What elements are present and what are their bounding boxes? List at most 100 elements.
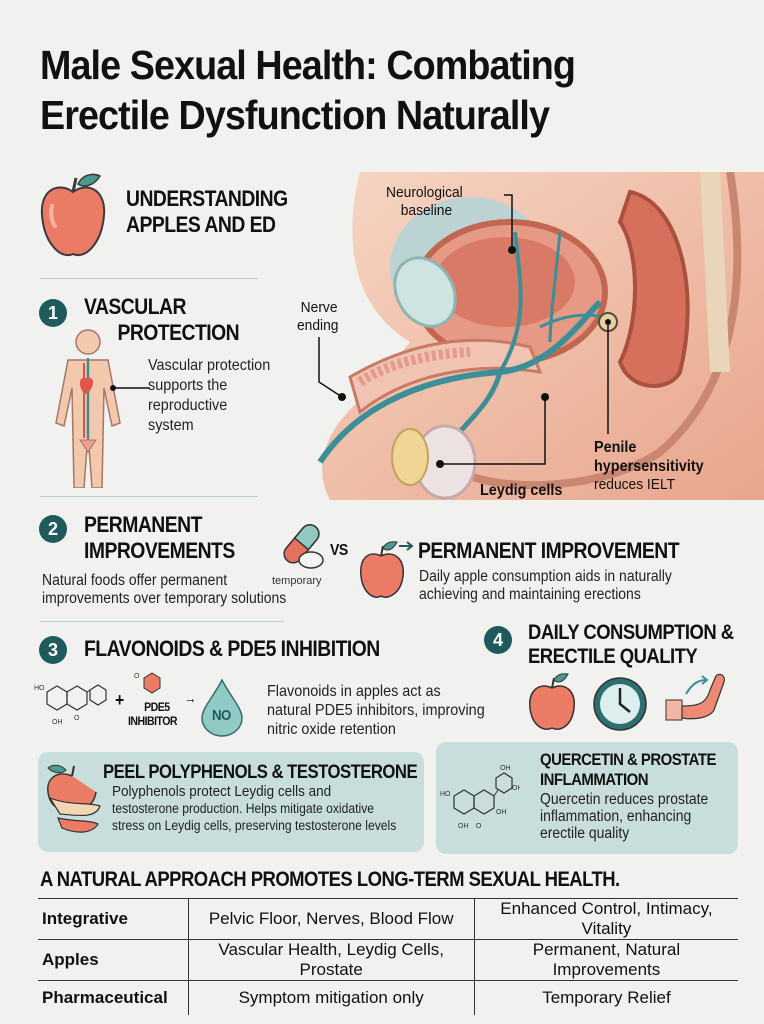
label-line: ending: [297, 317, 339, 334]
apple-icon: [529, 673, 575, 730]
row-header: Integrative: [38, 898, 188, 940]
label-line: Nerve: [300, 299, 338, 316]
table-row: Integrative Pelvic Floor, Nerves, Blood …: [38, 898, 738, 940]
svg-text:HO: HO: [440, 791, 451, 798]
quercetin-molecule-icon: HO OH OH OH OH O: [440, 765, 520, 830]
heading-line: VASCULAR: [84, 294, 186, 319]
label-line: PDE5: [144, 700, 170, 714]
table-row: Apples Vascular Health, Leydig Cells, Pr…: [38, 939, 738, 981]
comparison-table: Integrative Pelvic Floor, Nerves, Blood …: [38, 898, 738, 1015]
peel-panel-heading: PEEL POLYPHENOLS & TESTOSTERONE: [103, 762, 418, 783]
section-4-heading: DAILY CONSUMPTION & ERECTILE QUALITY: [528, 621, 734, 669]
svg-text:O: O: [134, 673, 140, 680]
svg-text:HO: HO: [34, 685, 45, 692]
text-line: reproductive: [148, 397, 228, 414]
label-neurological-baseline: Neurological baseline: [386, 184, 463, 220]
label-penile-hypersensitivity: Penile hypersensitivity reduces IELT: [594, 438, 716, 494]
permanent-improvement-text: Daily apple consumption aids in naturall…: [419, 568, 672, 604]
plus-sign: +: [115, 690, 124, 710]
section-3-heading: FLAVONOIDS & PDE5 INHIBITION: [84, 636, 380, 661]
divider: [40, 278, 258, 279]
pde5-enzyme-icon: O: [134, 672, 161, 694]
footer-headline: A NATURAL APPROACH PROMOTES LONG-TERM SE…: [40, 868, 620, 891]
leader-line: [110, 385, 150, 391]
pill-caption: temporary: [272, 575, 322, 587]
human-body-vascular-icon: [55, 329, 121, 488]
svg-text:OH: OH: [458, 823, 469, 830]
nitric-oxide-drop-icon: [201, 678, 243, 737]
quercetin-panel-text: Quercetin reduces prostate inflammation,…: [540, 791, 708, 842]
table-row: Pharmaceutical Symptom mitigation only T…: [38, 980, 738, 1015]
peel-polyphenols-panel: [38, 752, 424, 852]
section-3-badge: 3: [39, 636, 67, 664]
label-line: baseline: [400, 202, 453, 219]
text-line: achieving and maintaining erections: [419, 586, 641, 603]
text-line: Quercetin reduces prostate: [540, 791, 709, 808]
table-cell: Temporary Relief: [473, 980, 738, 1015]
label-line: hypersensitivity: [594, 458, 704, 475]
svg-text:OH: OH: [496, 809, 507, 816]
text-line: supports the: [148, 377, 228, 394]
text-line: natural PDE5 inhibitors, improving: [267, 702, 485, 719]
section-1-badge: 1: [39, 299, 67, 327]
no-label: NO: [212, 707, 231, 724]
pde5-inhibitor-label: PDE5 INHIBITOR: [128, 700, 178, 728]
page-title: Male Sexual Health: Combating Erectile D…: [40, 40, 684, 140]
text-line: testosterone production. Helps mitigate …: [112, 801, 375, 816]
apple-icon: [40, 173, 106, 257]
svg-text:O: O: [74, 715, 80, 722]
intro-heading: UNDERSTANDING APPLES AND ED: [126, 186, 288, 238]
clock-icon: [593, 677, 647, 731]
divider: [40, 621, 284, 622]
heading-line: QUERCETIN & PROSTATE: [540, 750, 716, 769]
vs-label: VS: [330, 542, 348, 559]
peel-panel-text: Polyphenols protect Leydig cells and tes…: [112, 783, 396, 834]
svg-text:OH: OH: [512, 785, 520, 792]
heading-line: PERMANENT: [84, 512, 202, 537]
divider: [40, 496, 258, 497]
text-line: Daily apple consumption aids in naturall…: [419, 568, 672, 585]
title-line-2: Erectile Dysfunction Naturally: [40, 92, 550, 138]
svg-text:O: O: [476, 823, 482, 830]
section-2-heading: PERMANENT IMPROVEMENTS: [84, 512, 235, 564]
section-1-text: Vascular protection supports the reprodu…: [148, 356, 270, 436]
text-line: system: [148, 417, 194, 434]
table-cell: Symptom mitigation only: [187, 980, 475, 1015]
text-line: Vascular protection: [148, 357, 271, 374]
apple-arrow-icon: [360, 541, 414, 598]
label-line: Penile: [594, 439, 637, 456]
arrow: →: [184, 690, 196, 706]
table-cell: Pelvic Floor, Nerves, Blood Flow: [187, 898, 475, 940]
svg-text:OH: OH: [52, 719, 63, 726]
pill-icon: [283, 524, 324, 569]
table-cell: Vascular Health, Leydig Cells, Prostate: [187, 939, 475, 981]
label-leydig-cells: Leydig cells: [480, 482, 563, 499]
text-line: Polyphenols protect Leydig cells and: [112, 783, 332, 800]
row-header: Apples: [38, 939, 188, 981]
heading-line: PROTECTION: [117, 320, 240, 345]
svg-text:OH: OH: [500, 765, 511, 772]
text-line: erectile quality: [540, 825, 630, 842]
heading-line: INFLAMMATION: [540, 770, 649, 789]
section-3-text: Flavonoids in apples act as natural PDE5…: [267, 682, 485, 739]
heading-line: IMPROVEMENTS: [84, 538, 235, 563]
label-line: Neurological: [386, 184, 463, 201]
intro-heading-line-2: APPLES AND ED: [126, 212, 276, 237]
anatomy-illustration: [317, 172, 764, 500]
intro-heading-line-1: UNDERSTANDING: [126, 186, 288, 211]
label-line: reduces IELT: [594, 476, 676, 493]
label-line: INHIBITOR: [128, 714, 178, 728]
title-line-1: Male Sexual Health: Combating: [40, 42, 576, 88]
heading-line: DAILY CONSUMPTION &: [528, 621, 734, 644]
text-line: Natural foods offer permanent: [42, 572, 228, 589]
quercetin-panel: [436, 742, 738, 854]
section-2-text: Natural foods offer permanent improvemen…: [42, 572, 286, 608]
permanent-improvement-heading: PERMANENT IMPROVEMENT: [418, 538, 680, 563]
label-nerve-ending: Nerve ending: [297, 299, 338, 335]
section-1-heading: VASCULAR PROTECTION: [84, 294, 240, 346]
row-header: Pharmaceutical: [38, 980, 188, 1015]
flavone-molecule-icon: HO OH O: [34, 684, 107, 726]
erection-arrow-icon: [665, 673, 725, 721]
section-4-badge: 4: [484, 626, 512, 654]
text-line: stress on Leydig cells, preserving testo…: [112, 818, 397, 833]
